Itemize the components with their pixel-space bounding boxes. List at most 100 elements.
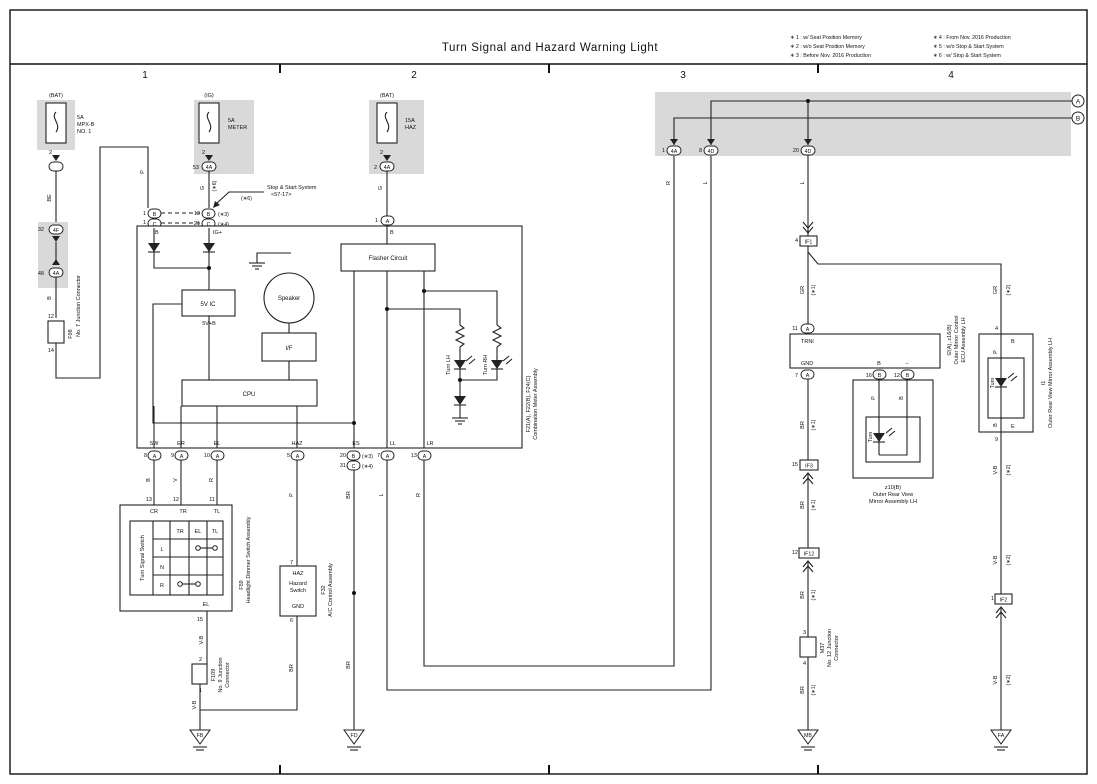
diagram-label: HAZ [293,571,305,577]
diagram-label: 5A [77,115,84,121]
diagram-label: I/F [286,346,293,352]
diagram-label: V-B [199,635,205,644]
diagram-label: GND [801,361,813,367]
diagram-label: (∗4) [218,222,229,228]
diagram-label: (BAT) [380,93,394,99]
junction-connector-7 [47,320,65,344]
diagram-label: IF2 [1000,598,1008,604]
diagram-label: B [1011,339,1015,345]
diagram-label: B [906,373,910,379]
diagram-label: N [160,565,164,571]
diagram-label: (IG) [204,93,214,99]
pin-label: 2 [49,150,52,156]
diagram-label: 4A [384,165,391,171]
diagram-label: 4 [803,661,806,667]
diagram-label: 15 [792,462,798,468]
diagram-label: R [160,583,164,589]
diagram-label: A [806,327,810,333]
diagram-label: LR [426,441,433,447]
diagram-label: No. 7 Junction Connector [76,275,82,337]
diagram-label: 1 [662,148,665,154]
diagram-label: Hazard [289,581,307,587]
note-1: ∗ 1 : w/ Seat Position Memory [790,35,862,41]
diagram-label: 48 [38,271,44,277]
diagram-label: P [289,493,295,497]
combination-meter-assembly [136,225,523,449]
diagram-label: A [1076,99,1081,106]
diagram-label: M37 [820,643,826,654]
offpage-connector-b [1071,111,1085,125]
diagram-label: 7 [377,453,380,459]
ground-fa: FA [990,729,1012,751]
diagram-label: R [209,478,215,482]
diagram-label: Switch [290,588,306,594]
diagram-label: E [1011,424,1015,430]
diagram-label: 2 [380,150,383,156]
diagram-label: R [416,493,422,497]
diagram-label: 13 [194,211,200,217]
diagram-label: Turn RH [483,355,489,376]
diagram-label: P [871,396,877,400]
diagram-label: F109 [211,669,217,682]
diagram-label: C [153,222,157,228]
diagram-label: C [352,464,356,470]
diagram-label: 21 [194,221,200,227]
note-2: ∗ 2 : w/o Seat Position Memory [790,44,865,50]
diagram-label: TR [179,509,186,515]
diagram-label: z10(B) [885,485,901,491]
diagram-label: Headlight Dimmer Switch Assembly [246,516,252,603]
diagram-label: Connector [834,635,840,661]
diagram-label: (∗4) [362,464,373,470]
diagram-label: (∗3) [218,212,229,218]
ground-fb: FB [189,729,211,751]
diagram-label: GR [800,286,806,294]
diagram-label: B [1076,116,1080,123]
diagram-label: Flasher Circuit [369,256,408,262]
diagram-label: B [993,423,999,427]
diagram-label: B [207,212,211,218]
diagram-label: 1 [375,218,378,224]
diagram-label: 16 [866,373,872,379]
diagram-label: 12 [48,314,54,320]
diagram-label: BR [346,661,352,669]
diagram-label: EL [195,529,202,535]
diagram-label: NO. 1 [77,129,91,135]
diagram-label: HAZ [292,441,304,447]
diagram-label: V [173,478,179,482]
diagram-label: B [877,361,881,367]
diagram-label: P [140,170,146,174]
note-3: ∗ 3 : Before Nov. 2016 Production [790,53,871,59]
diagram-label: (∗1) [811,684,817,695]
diagram-label: 5V IC [200,302,216,308]
note-6: ∗ 6 : w/ Stop & Start System [933,53,1001,59]
connector-if2 [994,593,1013,605]
shaded-connector-area [655,92,1071,156]
junction-connector-9 [191,663,208,685]
outer-mirror-control-ecu-lh [789,333,941,369]
diagram-label: GND [292,604,304,610]
diagram-label: Connector [225,662,231,688]
diagram-label: 32 [38,227,44,233]
column-4: 4 [948,70,954,81]
diagram-label: 13 [146,497,152,503]
diagram-label: 4A [206,165,213,171]
diagram-label: R [666,181,672,185]
diagram-label: Mirror Assembly LH [869,499,917,505]
diagram-label: 4A [53,271,60,277]
diagram-label: (BAT) [49,93,63,99]
diagram-label: ECU Assembly LH [961,317,967,362]
diagram-label: A [806,373,810,379]
diagram-label: BR [346,491,352,499]
ground-fd: FD [343,729,365,751]
diagram-label: No. 12 Junction [827,629,833,667]
diagram-label: BR [289,664,295,672]
diagram-label: (∗1) [811,284,817,295]
diagram-label: V-B [192,700,198,709]
diagram-label: IF1 [805,240,813,246]
diagram-label: (∗1) [811,419,817,430]
diagram-label: 4 [995,326,998,332]
diagram-label: ER [177,441,185,447]
diagram-label: L [379,493,385,496]
diagram-label: 6 [290,618,293,624]
